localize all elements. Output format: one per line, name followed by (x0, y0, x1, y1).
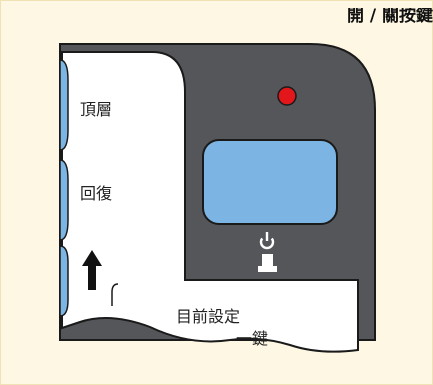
side-button-label-restore: 回復 (80, 184, 113, 203)
one-key-label: 一鍵 (236, 329, 269, 348)
power-indicator-light (277, 86, 297, 106)
up-arrow-icon (82, 250, 102, 290)
white-side-panel (61, 51, 359, 353)
power-icon (259, 232, 275, 250)
callout-caption: 開 / 關按鍵 (346, 8, 433, 25)
current-settings-label: 目前設定 (176, 307, 241, 326)
power-button[interactable] (202, 139, 338, 225)
side-button-label-top: 頂層 (80, 100, 113, 119)
side-button-mid-tab (59, 159, 69, 241)
button-symbol-icon (258, 254, 277, 272)
side-button-top-tab (59, 59, 69, 151)
bracket-line (111, 283, 119, 306)
side-button-bottom-tab (59, 245, 69, 317)
